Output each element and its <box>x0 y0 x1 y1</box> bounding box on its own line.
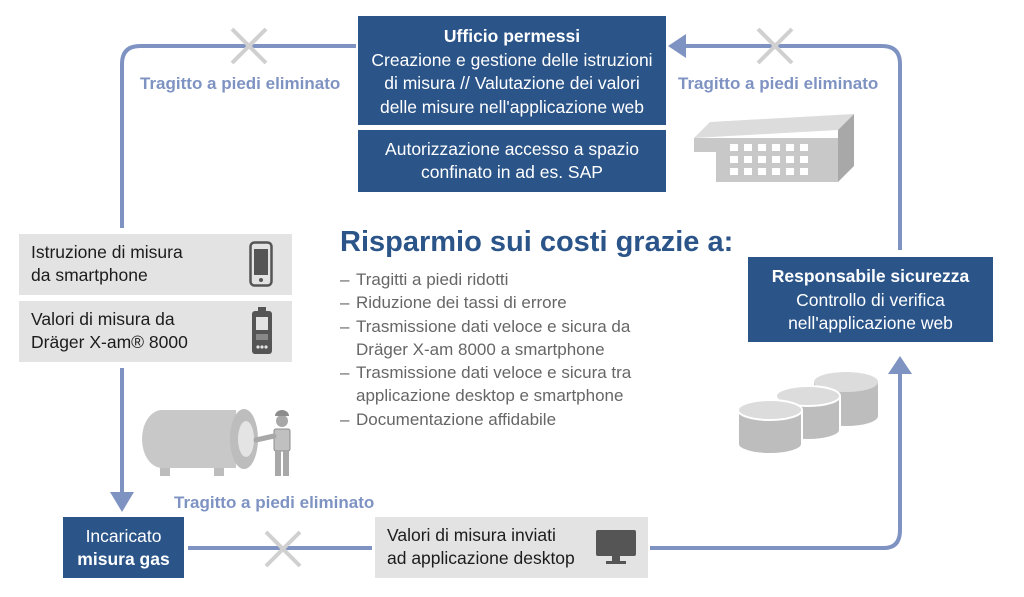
walk-eliminated-x-icon <box>230 27 268 65</box>
access-authorization-line: Autorizzazione accesso a spazio <box>385 139 639 159</box>
flow-line-left-top <box>120 44 356 228</box>
desktop-values-line: ad applicazione desktop <box>387 548 575 568</box>
smartphone-icon <box>249 241 273 287</box>
access-authorization-line: confinato in ad es. SAP <box>421 162 603 182</box>
savings-list-item: Tragitti a piedi ridotti <box>340 268 686 292</box>
savings-list-item: Trasmissione dati veloce e sicura tra ap… <box>340 361 686 408</box>
flow-line-right <box>650 374 902 550</box>
safety-manager-line: Controllo di verifica <box>796 289 945 310</box>
walk-eliminated-x-icon <box>264 530 302 568</box>
detector-values-line: Dräger X-am® 8000 <box>31 332 188 352</box>
safety-manager-box: Responsabile sicurezza Controllo di veri… <box>748 257 993 342</box>
safety-manager-line: nell'applicazione web <box>788 313 953 333</box>
database-illustration <box>737 372 878 455</box>
safety-manager-title: Responsabile sicurezza <box>771 266 970 286</box>
detector-values-line: Valori di misura da <box>31 309 175 329</box>
desktop-values-box: Valori di misura inviati ad applicazione… <box>375 517 648 578</box>
flow-line-right-top <box>686 44 902 250</box>
walk-label-top-left: Tragitto a piedi eliminato <box>140 74 341 93</box>
arrow-down-head <box>110 492 134 512</box>
smartphone-instruction-line: da smartphone <box>31 265 148 285</box>
gas-measurement-officer-box: Incaricato misura gas <box>63 517 184 578</box>
worker-illustration <box>253 410 291 476</box>
savings-list: Tragitti a piedi ridotti Riduzione dei t… <box>340 268 686 431</box>
detector-values-box: Valori di misura da Dräger X-am® 8000 <box>19 301 292 362</box>
walk-eliminated-x-icon <box>756 27 794 65</box>
permit-office-title: Ufficio permessi <box>443 26 581 46</box>
permit-office-line: Creazione e gestione delle istruzioni <box>371 49 653 70</box>
gas-tank-illustration <box>142 409 258 476</box>
permit-office-line: di misura // Valutazione dei valori <box>384 73 640 93</box>
desktop-values-line: Valori di misura inviati <box>387 525 556 545</box>
savings-list-item: Trasmissione dati veloce e sicura da Drä… <box>340 315 686 362</box>
walk-label-bottom: Tragitto a piedi eliminato <box>174 493 375 512</box>
gas-detector-icon <box>252 307 272 354</box>
gas-officer-line-bold: misura gas <box>77 549 170 569</box>
savings-list-item: Documentazione affidabile <box>340 408 686 432</box>
savings-title: Risparmio sui costi grazie a: <box>340 226 734 258</box>
permit-office-box: Ufficio permessi Creazione e gestione de… <box>358 16 666 125</box>
arrow-left-head <box>668 34 686 58</box>
permit-office-line: delle misure nell'applicazione web <box>379 96 645 117</box>
arrow-up-head <box>888 356 912 374</box>
smartphone-instruction-line: Istruzione di misura <box>31 242 183 262</box>
office-building-illustration <box>694 114 854 182</box>
savings-list-item: Riduzione dei tassi di errore <box>340 291 686 315</box>
gas-officer-line: Incaricato <box>85 526 162 546</box>
access-authorization-box: Autorizzazione accesso a spazio confinat… <box>358 130 666 192</box>
smartphone-instruction-box: Istruzione di misura da smartphone <box>19 234 292 295</box>
monitor-icon <box>596 530 636 564</box>
walk-label-top-right: Tragitto a piedi eliminato <box>678 74 879 93</box>
